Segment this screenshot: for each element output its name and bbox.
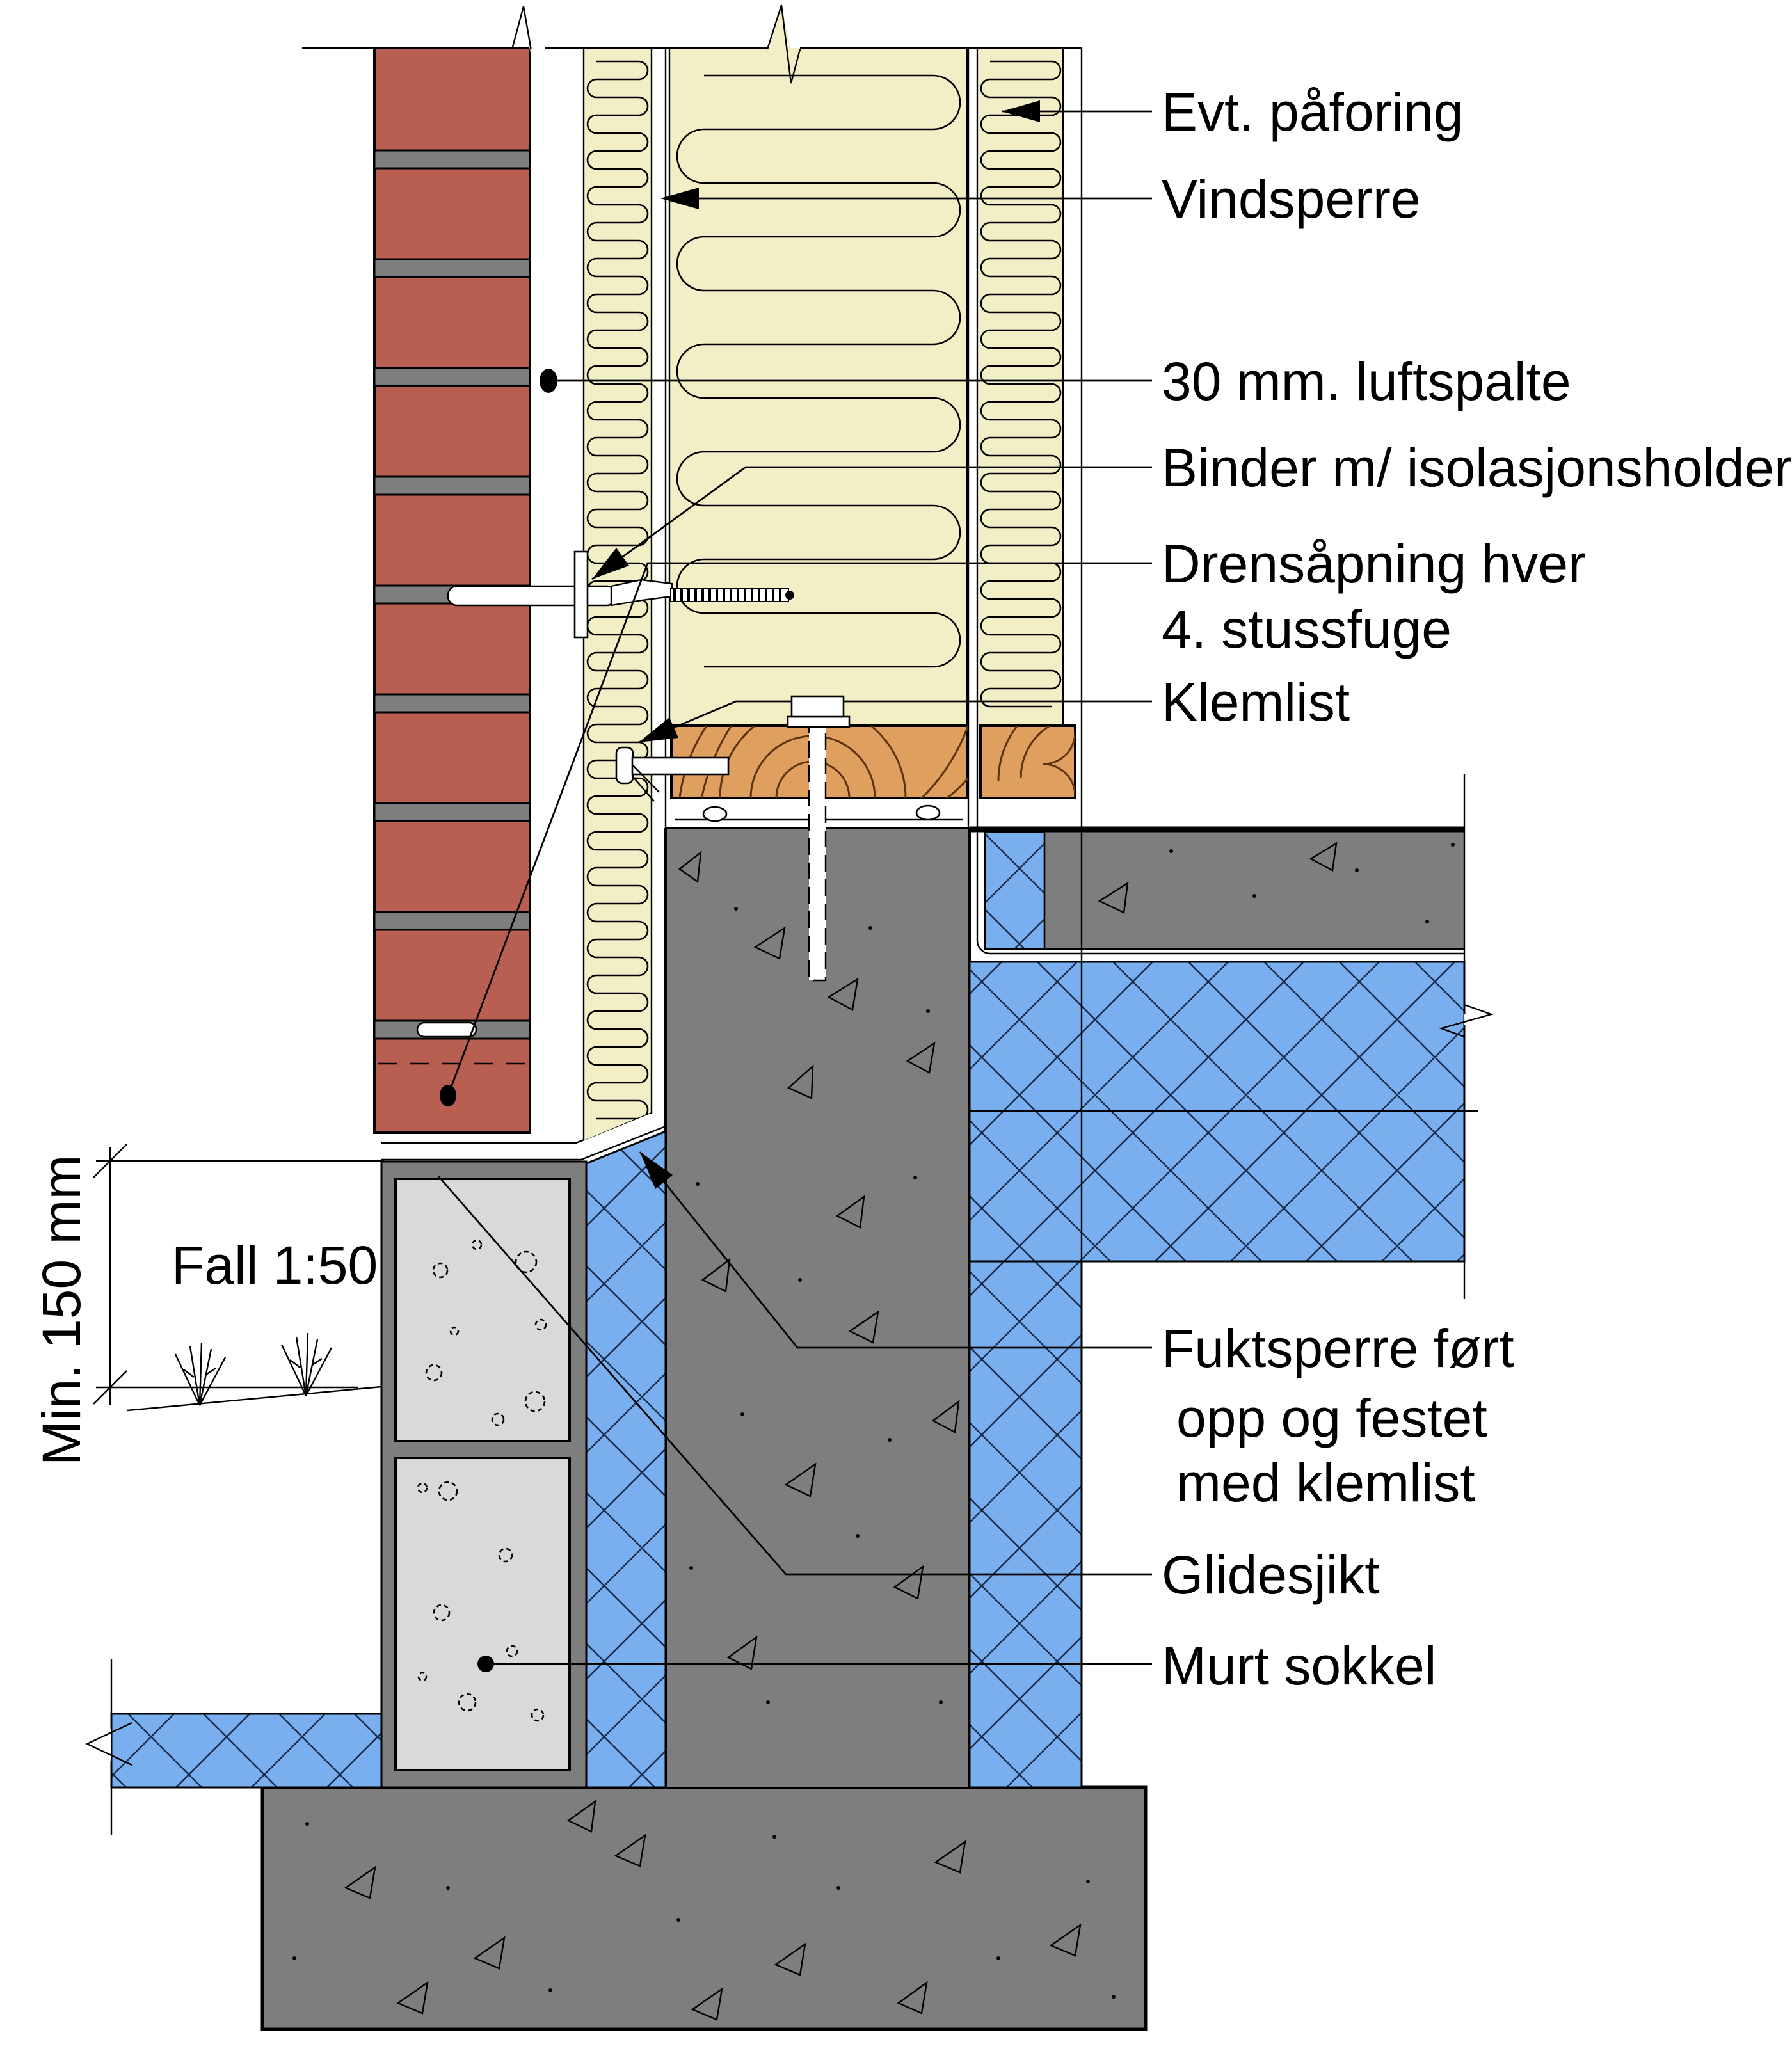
plinth-air-bubbles: [417, 1239, 547, 1722]
arrow-evt-paforing: [1002, 100, 1040, 122]
dot-luftspalte: [540, 369, 557, 393]
leader-fuktsperre: [639, 1151, 1152, 1349]
slab-edge-insulation: [984, 831, 1046, 950]
annotation-labels: Evt. påforing Vindsperre 30 mm. luftspal…: [31, 82, 1792, 1696]
label-vindsperre: Vindsperre: [1162, 169, 1421, 229]
nut: [790, 695, 845, 718]
ground-and-dimension: [93, 1144, 384, 1412]
dimension-min-150: [93, 1144, 384, 1405]
label-fuktsperre-line1: Fuktsperre ført: [1162, 1318, 1514, 1378]
label-fuktsperre-line3: med klemlist: [1176, 1453, 1475, 1513]
arrow-binder: [592, 548, 629, 579]
plinth-insulation-outer: [585, 1130, 667, 1789]
moisture-barrier-under-slab: [976, 832, 1464, 955]
label-drensapning-line2: 4. stussfuge: [1162, 599, 1452, 659]
inner-furring-insulation: [967, 48, 1083, 1787]
label-luftspalte: 30 mm. luftspalte: [1162, 351, 1571, 411]
dot-drensapning: [440, 1085, 456, 1106]
sill-beam-inner: [979, 724, 1076, 799]
drain-opening-slot: [416, 1021, 477, 1038]
break-symbol-right: [1439, 1003, 1494, 1038]
break-symbol-left: [85, 1721, 132, 1766]
floor-slab: [970, 826, 1464, 950]
dot-murt-sokkel: [477, 1656, 494, 1672]
arrow-vindsperre: [660, 188, 699, 209]
main-insulation: [668, 4, 968, 726]
label-fuktsperre-line2: opp og festet: [1176, 1388, 1487, 1448]
label-murt-sokkel: Murt sokkel: [1162, 1636, 1436, 1696]
ground-line: [127, 1385, 382, 1412]
dimension-tick: [93, 1144, 127, 1178]
footing: [260, 1785, 1148, 2031]
wood-grain-inner: [997, 726, 1075, 797]
masonry-plinth: [380, 1160, 588, 1789]
perimeter-ground-insulation: [85, 1659, 383, 1835]
label-klemlist: Klemlist: [1162, 672, 1350, 732]
sill-membrane-line: [675, 804, 963, 822]
dimension-tick: [93, 1370, 127, 1405]
insulation-holder-plate: [573, 550, 589, 639]
grass-tuft: [280, 1332, 333, 1396]
arrow-klemlist: [639, 717, 678, 742]
leader-binder: [591, 466, 1152, 580]
plinth-insulation-inner: [968, 1260, 1083, 1789]
label-binder: Binder m/ isolasjonsholder: [1162, 438, 1792, 498]
label-glidesjikt: Glidesjikt: [1162, 1545, 1380, 1605]
label-fall: Fall 1:50: [172, 1235, 378, 1295]
leader-lines: [437, 100, 1152, 1672]
arrow-fuktsperre: [640, 1152, 673, 1189]
label-drensapning-line1: Drensåpning hver: [1162, 534, 1586, 594]
grass-tuft: [174, 1342, 227, 1406]
wall-tie-binder: [447, 550, 794, 639]
break-symbol-insulation-top: [766, 4, 801, 84]
concrete-speckles: [292, 842, 1455, 2021]
label-min-150: Min. 150 mm: [31, 1155, 92, 1465]
leader-drensapning: [447, 562, 1152, 1096]
label-evt-paforing: Evt. påforing: [1162, 82, 1464, 142]
leader-glidesjikt: [437, 1176, 1152, 1576]
brick-veneer: [373, 5, 546, 1134]
underslab-insulation: [968, 961, 1478, 1263]
washer-plate: [787, 715, 851, 728]
clamp-strip-klemlist: [615, 746, 730, 802]
slab-cut-boundary: [1439, 774, 1494, 1299]
anchor-bolt: [787, 695, 851, 982]
